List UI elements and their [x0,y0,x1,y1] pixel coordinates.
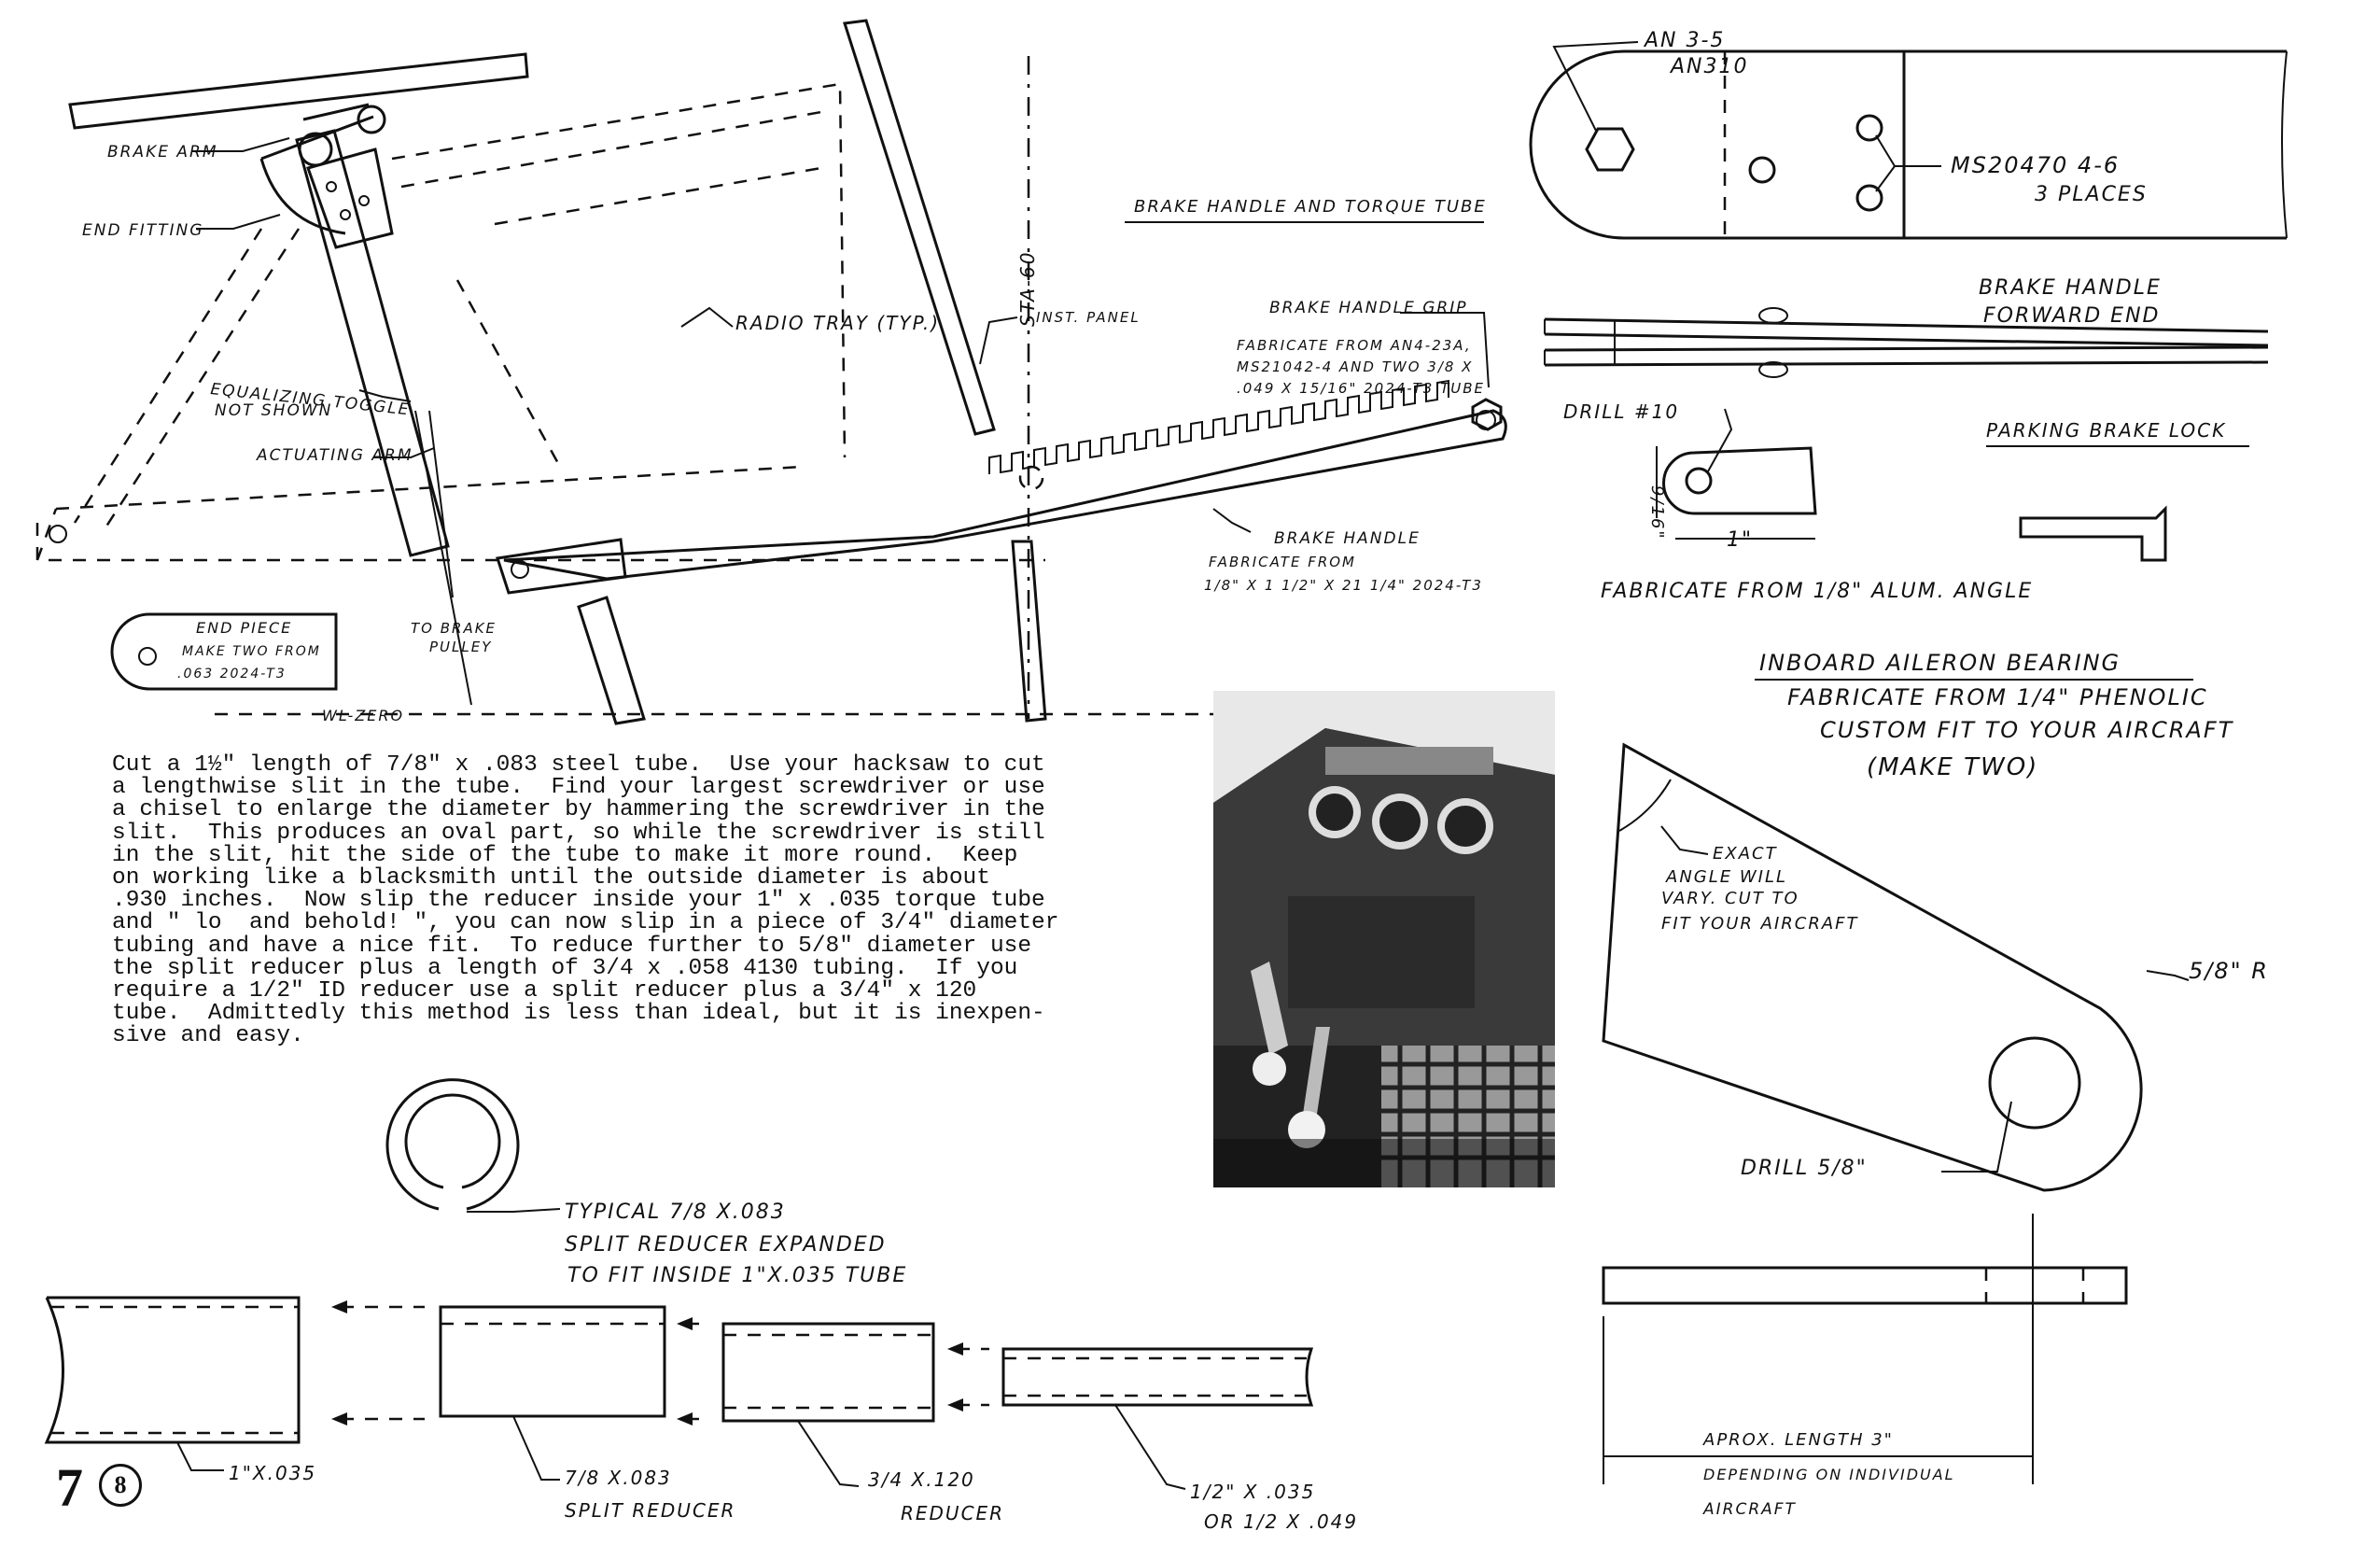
torque-tube-end [1529,49,2287,240]
label-actuating-arm: ACTUATING ARM [256,446,413,465]
end-piece [110,612,338,691]
label-half-tube-2: OR 1/2 X .049 [1204,1510,1358,1533]
page-number: 7 [56,1457,83,1518]
cockpit-photo-drawing [1213,691,1555,1187]
left-drawing-labels: BRAKE ARM END FITTING RADIO TRAY (TYP.) … [82,143,1485,724]
reducer-tube [721,1322,935,1423]
label-sta-60: STA-60 [1016,251,1039,327]
label-exact-2: ANGLE WILL [1665,867,1787,887]
aileron-line1: FABRICATE FROM 1/4" PHENOLIC [1787,684,2208,710]
aileron-line2: CUSTOM FIT TO YOUR AIRCRAFT [1820,717,2234,743]
label-reducer-2: REDUCER [901,1502,1004,1524]
aileron-line3: (MAKE TWO) [1867,753,2038,781]
label-brake-handle: BRAKE HANDLE [1274,529,1421,548]
label-parking-brake-lock: PARKING BRAKE LOCK [1986,419,2226,442]
label-split-reducer-1: 7/8 X.083 [565,1467,672,1489]
instructions-paragraph: Cut a 1½" length of 7/8" x .083 steel tu… [112,752,1059,1049]
tube-1x035 [44,1296,301,1444]
label-typical-3: TO FIT INSIDE 1"X.035 TUBE [567,1264,907,1287]
split-ring [385,1078,520,1211]
forward-end-detail [1544,307,2269,378]
reducer-drawings [44,1078,1314,1490]
label-end-piece-line1: MAKE TWO FROM [182,644,321,659]
parking-lock-detail [1656,408,2167,562]
label-length-3: AIRCRAFT [1702,1500,1797,1519]
label-handle-line1: FABRICATE FROM [1209,554,1356,570]
label-exact-3: VARY. CUT TO [1661,889,1799,908]
page-number-circled: 8 [99,1464,142,1507]
label-grip-line1: FABRICATE FROM AN4-23A, [1237,337,1472,354]
label-exact-4: FIT YOUR AIRCRAFT [1661,914,1859,934]
right-top-labels: BRAKE HANDLE AND TORQUE TUBE AN 3-5 AN31… [1125,29,2249,603]
label-typical-1: TYPICAL 7/8 X.083 [565,1201,786,1224]
label-end-piece-line2: .063 2024-T3 [177,667,287,681]
label-brake-arm: BRAKE ARM [107,143,218,162]
label-half-tube-1: 1/2" X .035 [1190,1481,1315,1503]
cockpit-photo [1213,691,1555,1187]
bearing-plate [1602,742,2143,1192]
label-drill-5-8: DRILL 5/8" [1741,1157,1868,1180]
label-fab-alum-angle: FABRICATE FROM 1/8" ALUM. ANGLE [1601,580,2033,603]
bearing-hole [1988,1036,2081,1130]
label-an310: AN310 [1669,55,1749,78]
brake-handle [503,409,1507,581]
instrument-panel [843,19,996,436]
label-dim-9-16: 9/16" [1647,485,1667,541]
label-3-places: 3 PLACES [2035,183,2148,206]
aileron-bearing-drawing [1602,742,2190,1484]
label-end-piece: END PIECE [196,619,292,637]
label-split-reducer-2: SPLIT REDUCER [565,1499,735,1522]
label-dim-1: 1" [1727,528,1753,552]
label-handle-line2: 1/8" X 1 1/2" X 21 1/4" 2024-T3 [1204,577,1483,594]
handle-end-piece [496,538,627,595]
label-reducer-1: 3/4 X.120 [868,1468,975,1491]
label-equalizing-2: NOT SHOWN [215,401,332,420]
label-tube-1x035: 1"X.035 [229,1462,316,1484]
title-brake-handle-torque: BRAKE HANDLE AND TORQUE TUBE [1134,197,1487,217]
label-grip-line2: MS21042-4 AND TWO 3/8 X [1237,358,1473,375]
half-inch-tube [1001,1347,1314,1407]
aileron-labels: INBOARD AILERON BEARING FABRICATE FROM 1… [1661,650,2269,1519]
label-inst-panel: INST. PANEL [1036,309,1141,326]
ratchet-teeth [988,379,1449,474]
label-radio-tray: RADIO TRAY (TYP.) [735,312,940,334]
brake-assembly-drawing [35,19,1507,725]
label-typical-2: SPLIT REDUCER EXPANDED [565,1233,887,1257]
label-brake-handle-grip: BRAKE HANDLE GRIP [1269,299,1467,317]
label-ms20470: MS20470 4-6 [1951,152,2120,178]
label-an3-5: AN 3-5 [1643,29,1725,52]
label-exact-1: EXACT [1713,844,1778,864]
reducer-labels: TYPICAL 7/8 X.083 SPLIT REDUCER EXPANDED… [229,1201,1358,1533]
lock-plate [1662,446,1817,515]
label-length-1: APROX. LENGTH 3" [1702,1430,1894,1450]
label-brake-handle-fwd-2: FORWARD END [1983,304,2160,328]
label-radius: 5/8" R [2189,958,2269,984]
label-end-fitting: END FITTING [82,221,203,240]
label-pulley: PULLEY [429,639,492,655]
torque-tube-detail [1529,41,2288,240]
lock-angle [2019,505,2167,562]
bearing-side-view [1602,1266,2128,1305]
label-brake-handle-fwd-1: BRAKE HANDLE [1979,276,2162,300]
split-reducer-tube [439,1305,666,1418]
grip-nut [1471,398,1503,431]
label-drill-10: DRILL #10 [1563,400,1679,423]
label-to-brake: TO BRAKE [411,620,497,637]
label-wl-zero: WL-ZERO [322,707,404,724]
top-bar [68,52,529,130]
label-grip-line3: .049 X 15/16" 2024-T3 TUBE [1237,380,1485,397]
hex-bolt [1585,127,1635,172]
title-inboard-aileron-bearing: INBOARD AILERON BEARING [1759,650,2121,676]
end-fitting-arc [259,158,346,235]
label-length-2: DEPENDING ON INDIVIDUAL [1703,1466,1955,1483]
